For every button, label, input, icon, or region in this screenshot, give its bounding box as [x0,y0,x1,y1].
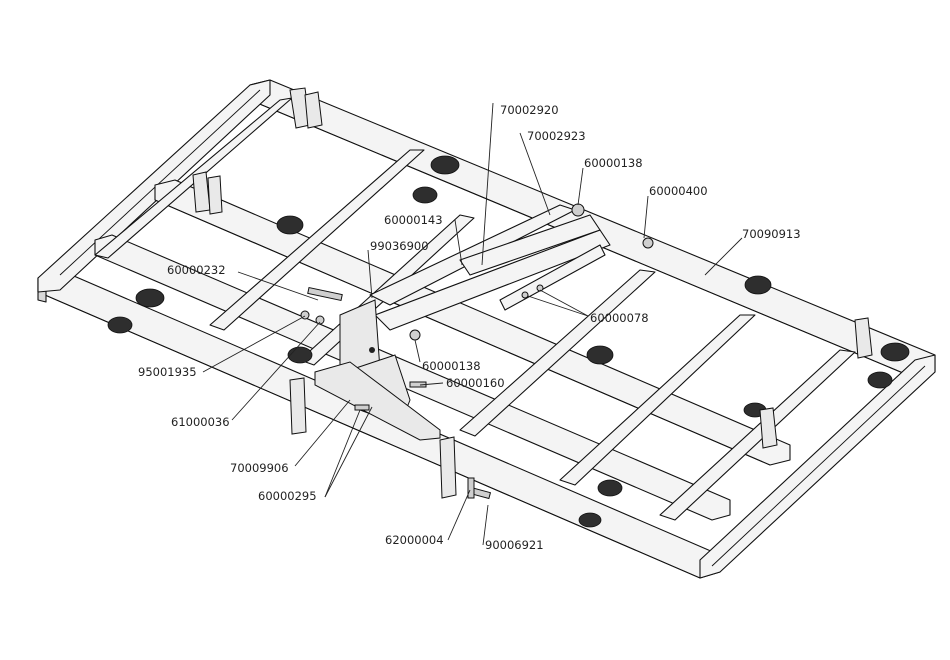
label-60000138-mid: 60000138 [422,359,481,373]
label-70090913: 70090913 [742,227,801,241]
label-62000004: 62000004 [385,533,444,547]
label-60000295: 60000295 [258,489,317,503]
label-90006921: 90006921 [485,538,544,552]
label-60000232: 60000232 [167,263,226,277]
label-70002920: 70002920 [500,103,559,117]
label-95001935: 95001935 [138,365,197,379]
frame-structure [38,80,935,578]
label-60000160: 60000160 [446,376,505,390]
label-60000400: 60000400 [649,184,708,198]
label-60000138-top: 60000138 [584,156,643,170]
label-70009906: 70009906 [230,461,289,475]
label-99036900: 99036900 [370,239,429,253]
label-61000036: 61000036 [171,415,230,429]
label-60000143: 60000143 [384,213,443,227]
label-70002923: 70002923 [527,129,586,143]
label-60000078: 60000078 [590,311,649,325]
